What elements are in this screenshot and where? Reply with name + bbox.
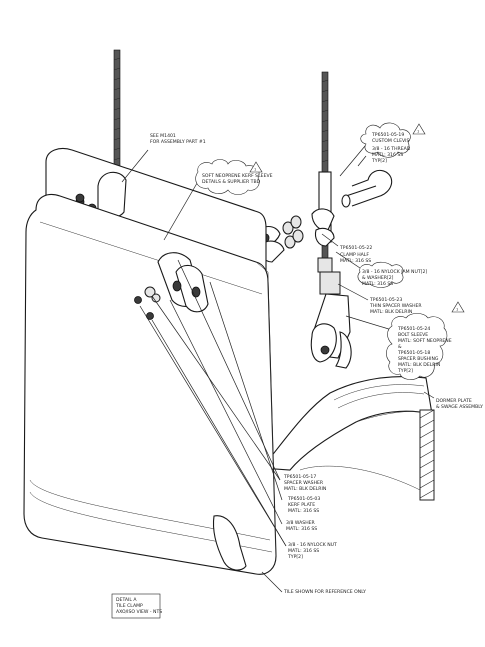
callout-line: MATL: 316 SS xyxy=(362,281,393,287)
callout-line: TP6501-05-17 xyxy=(283,474,316,480)
callout-line: SPACER BUSHING xyxy=(398,356,439,362)
callout-line: MATL: 316 SS xyxy=(372,152,403,158)
callout-line: TP6501-05-22 xyxy=(339,245,372,251)
callout-jam-nut: 3/8 - 16 NYLOCK JAM NUT[2] & WASHER[2] M… xyxy=(357,261,427,288)
callout-line: MATL: 316 SS xyxy=(340,258,371,264)
callout-line: DORMER PLATE xyxy=(436,398,472,404)
callout-line: TP6501-05-24 xyxy=(397,326,430,332)
callout-line: TYP[2] xyxy=(397,368,413,374)
title-line: AXO/ISO VIEW - NTS xyxy=(116,609,162,615)
callout-line: TP6501-05-03 xyxy=(287,496,320,502)
callout-spacer-washer: TP6501-05-17 SPACER WASHER MATL: BLK DEL… xyxy=(283,474,326,492)
callout-line: & SWAGE ASSEMBLY xyxy=(436,404,483,410)
revision-marker: 1 xyxy=(456,308,458,312)
callout-line: MATL: BLK DELRIN xyxy=(398,362,440,368)
callout-custom-clevis: TP6501-05-19 CUSTOM CLEVIS 3/8 - 16 THRE… xyxy=(360,122,426,164)
callout-line: SOFT NEOPRENE KERF SLEEVE xyxy=(202,173,273,179)
callout-tile-reference: TILE SHOWN FOR REFERENCE ONLY xyxy=(283,589,366,595)
callout-line: MATL: SOFT NEOPRENE xyxy=(398,338,452,344)
callout-line: CLAMP HALF xyxy=(340,252,369,258)
callout-line: TP6501-05-18 xyxy=(397,350,430,356)
callout-soft-neoprene: SOFT NEOPRENE KERF SLEEVE DETAILS & SUPP… xyxy=(195,159,273,195)
callout-line: BOLT SLEEVE xyxy=(398,332,428,338)
revision-triangle-icon xyxy=(412,123,426,135)
callout-line: 3/8 - 16 NYLOCK NUT xyxy=(288,542,337,548)
callout-line: MATL: BLK DELRIN xyxy=(370,309,412,315)
callout-line: THIN SPACER WASHER xyxy=(369,303,422,309)
callout-line: TYP[2] xyxy=(287,554,303,560)
callout-line: TILE SHOWN FOR REFERENCE ONLY xyxy=(283,589,366,595)
exploded-hardware xyxy=(229,208,335,263)
front-clamp xyxy=(75,193,209,320)
tile xyxy=(23,193,277,575)
callout-line: 3/8 WASHER xyxy=(286,520,316,526)
callout-bolt-sleeve: TP6501-05-24 BOLT SLEEVE MATL: SOFT NEOP… xyxy=(386,301,465,380)
callout-line: & xyxy=(398,344,402,350)
callout-line: TYP[2] xyxy=(371,158,387,164)
clevis-pin xyxy=(341,169,393,208)
title-line: TILE CLAMP xyxy=(115,603,143,609)
title-line: DETAIL A xyxy=(116,597,137,603)
callout-line: MATL: 316 SS xyxy=(286,526,317,532)
revision-triangle-icon xyxy=(451,301,465,313)
revision-triangle-icon xyxy=(249,161,263,173)
callout-line: MATL: 316 SS xyxy=(288,508,319,514)
callout-line: 3/8 - 16 THREAD xyxy=(372,146,411,152)
callout-line: SEE M1401 xyxy=(150,133,176,139)
callout-line: FOR ASSEMBLY PART #1 xyxy=(150,139,206,145)
callout-line: SPACER WASHER xyxy=(284,480,324,486)
callout-line: 3/8 - 16 NYLOCK JAM NUT[2] xyxy=(362,269,427,275)
callout-line: KERF PLATE xyxy=(288,502,315,508)
dormer-plate xyxy=(260,376,435,501)
callout-kerf-plate: TP6501-05-03 KERF PLATE MATL: 316 SS xyxy=(287,496,320,514)
callout-line: TP6501-05-23 xyxy=(369,297,402,303)
callout-dormer-plate: DORMER PLATE & SWAGE ASSEMBLY xyxy=(436,398,483,410)
leader-lines xyxy=(121,139,435,593)
revision-marker: 1 xyxy=(254,168,256,172)
callout-line: & WASHER[2] xyxy=(362,275,394,281)
callout-washer: 3/8 WASHER MATL: 316 SS xyxy=(286,520,317,532)
callout-line: TP6501-05-19 xyxy=(371,132,404,138)
revision-marker: 1 xyxy=(417,130,419,134)
callout-line: DETAILS & SUPPLIER TBD xyxy=(202,179,261,185)
title-block: DETAIL A TILE CLAMP AXO/ISO VIEW - NTS xyxy=(111,593,162,619)
callout-line: CUSTOM CLEVIS xyxy=(372,138,409,144)
callout-see-m1401: SEE M1401 FOR ASSEMBLY PART #1 xyxy=(150,133,206,145)
callout-thin-spacer-washer: TP6501-05-23 THIN SPACER WASHER MATL: BL… xyxy=(369,297,422,315)
callout-nylock-nut: 3/8 - 16 NYLOCK NUT MATL: 316 SS TYP[2] xyxy=(287,542,337,560)
callout-line: MATL: 316 SS xyxy=(288,548,319,554)
right-threaded-rod xyxy=(310,71,352,369)
callout-line: MATL: BLK DELRIN xyxy=(284,486,326,492)
callout-clamp-half: TP6501-05-22 CLAMP HALF MATL: 316 SS xyxy=(339,245,372,264)
